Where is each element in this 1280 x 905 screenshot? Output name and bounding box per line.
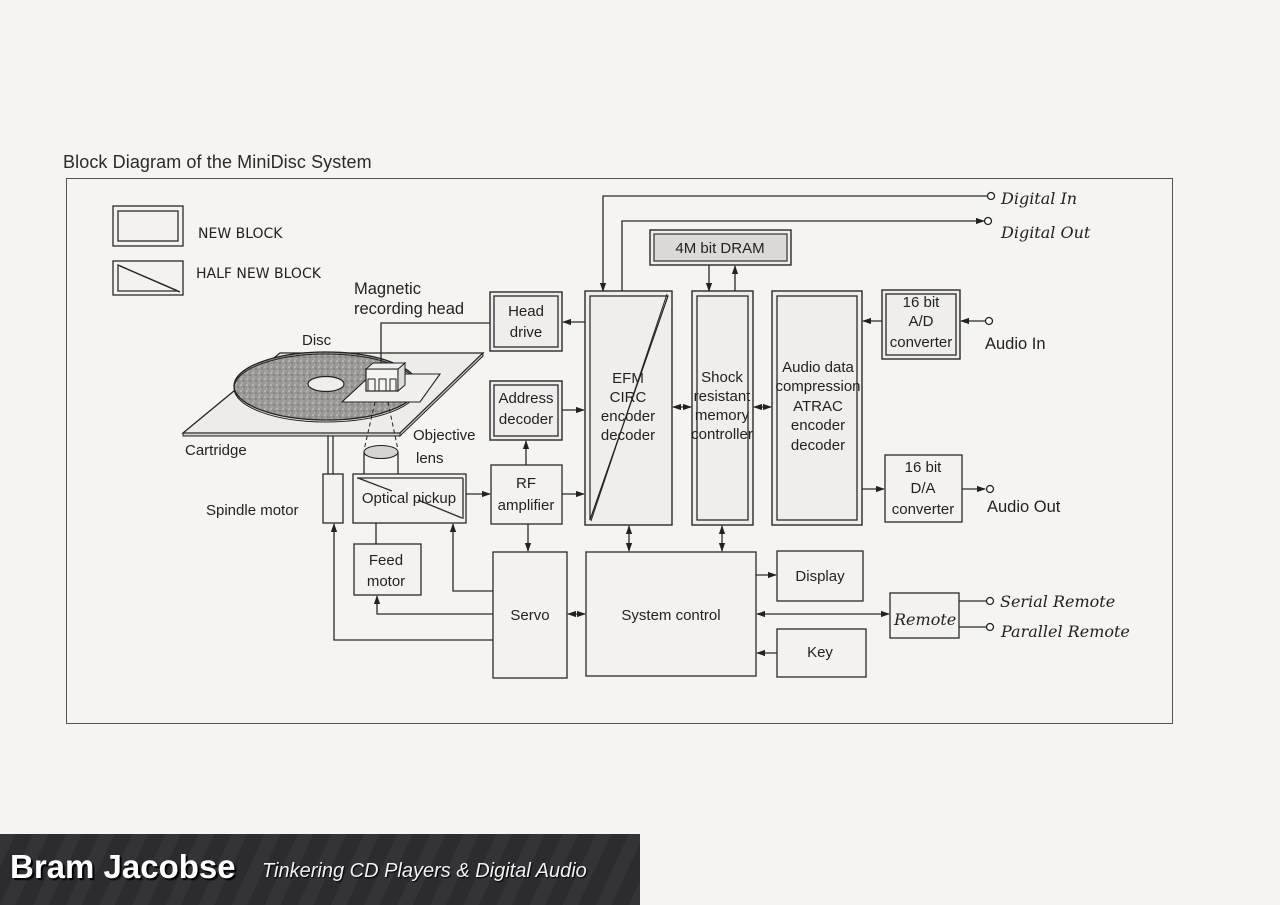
block-servo: Servo bbox=[492, 551, 568, 679]
svg-text:ATRAC: ATRAC bbox=[793, 398, 843, 415]
block-system-control: System control bbox=[585, 551, 757, 677]
terminal-digital-in bbox=[986, 191, 996, 201]
site-tagline: Tinkering CD Players & Digital Audio bbox=[262, 860, 587, 882]
block-feed-motor: Feed motor bbox=[353, 543, 422, 596]
svg-text:Audio data: Audio data bbox=[782, 359, 854, 376]
terminal-serial-remote bbox=[985, 596, 995, 606]
terminal-parallel-remote bbox=[985, 622, 995, 632]
diagram-frame bbox=[66, 178, 1173, 724]
svg-text:Shock: Shock bbox=[701, 369, 743, 386]
legend-half-new-block-label: HALF NEW BLOCK bbox=[196, 266, 322, 282]
label-audio-out: Audio Out bbox=[987, 498, 1061, 516]
svg-text:Optical pickup: Optical pickup bbox=[362, 490, 456, 507]
block-rf-amplifier: RF amplifier bbox=[490, 464, 563, 525]
svg-text:16 bit: 16 bit bbox=[905, 459, 943, 476]
svg-text:drive: drive bbox=[510, 324, 543, 341]
svg-text:D/A: D/A bbox=[910, 480, 935, 497]
svg-text:EFM: EFM bbox=[612, 370, 644, 387]
svg-text:converter: converter bbox=[892, 501, 955, 518]
disc-label: Disc bbox=[302, 332, 332, 349]
svg-text:Servo: Servo bbox=[510, 607, 549, 624]
svg-text:Feed: Feed bbox=[369, 552, 403, 569]
svg-text:compression: compression bbox=[775, 378, 860, 395]
svg-text:amplifier: amplifier bbox=[498, 497, 555, 514]
spindle-motor-label: Spindle motor bbox=[206, 502, 299, 519]
svg-text:Address: Address bbox=[498, 390, 553, 407]
svg-text:RF: RF bbox=[516, 475, 536, 492]
terminal-audio-out bbox=[985, 484, 995, 494]
block-adc: 16 bit A/D converter bbox=[881, 289, 961, 360]
magnetic-head-label-2: recording head bbox=[354, 300, 464, 318]
objective-label-1: Objective bbox=[413, 427, 476, 444]
label-audio-in: Audio In bbox=[985, 335, 1046, 353]
wire-servo-spindle bbox=[330, 523, 493, 641]
svg-text:resistant: resistant bbox=[694, 388, 752, 405]
svg-text:encoder: encoder bbox=[601, 408, 655, 425]
legend-new-block: NEW BLOCK bbox=[112, 205, 283, 247]
svg-text:converter: converter bbox=[890, 334, 953, 351]
svg-text:encoder: encoder bbox=[791, 417, 845, 434]
label-parallel-remote: Parallel Remote bbox=[1000, 622, 1130, 641]
wire-digital-in bbox=[599, 195, 988, 292]
wire-servo-pickup bbox=[449, 523, 493, 592]
block-address-decoder: Address decoder bbox=[489, 380, 563, 441]
objective-label-2: lens bbox=[416, 450, 444, 467]
svg-text:4M bit DRAM: 4M bit DRAM bbox=[675, 240, 764, 257]
block-optical-pickup: Optical pickup bbox=[352, 473, 467, 524]
svg-text:decoder: decoder bbox=[601, 427, 655, 444]
terminal-digital-out bbox=[983, 216, 993, 226]
wire-digital-out bbox=[621, 217, 985, 291]
author-name: Bram Jacobse bbox=[10, 848, 236, 885]
label-digital-in: Digital In bbox=[1000, 189, 1077, 208]
svg-text:Key: Key bbox=[807, 644, 833, 661]
block-dac: 16 bit D/A converter bbox=[884, 454, 963, 523]
block-efm-circ: EFM CIRC encoder decoder bbox=[584, 290, 673, 526]
svg-text:memory: memory bbox=[695, 407, 750, 424]
label-digital-out: Digital Out bbox=[1000, 223, 1091, 242]
terminal-audio-in bbox=[984, 316, 994, 326]
objective-lens-icon bbox=[363, 401, 399, 474]
svg-text:controller: controller bbox=[691, 426, 753, 443]
cartridge-disc-assembly bbox=[181, 322, 490, 438]
svg-text:System control: System control bbox=[621, 607, 720, 624]
cartridge-label: Cartridge bbox=[185, 442, 247, 459]
block-atrac: Audio data compression ATRAC encoder dec… bbox=[771, 290, 863, 526]
diagram-title: Block Diagram of the MiniDisc System bbox=[63, 152, 372, 172]
svg-text:CIRC: CIRC bbox=[610, 389, 647, 406]
svg-text:decoder: decoder bbox=[499, 411, 553, 428]
block-remote: Remote bbox=[889, 592, 960, 639]
footer-banner: Bram Jacobse Tinkering CD Players & Digi… bbox=[0, 834, 640, 905]
label-serial-remote: Serial Remote bbox=[1000, 592, 1115, 611]
wire-servo-feed bbox=[373, 595, 493, 615]
svg-text:Head: Head bbox=[508, 303, 544, 320]
legend-new-block-label: NEW BLOCK bbox=[198, 226, 283, 242]
legend-half-new-block: HALF NEW BLOCK bbox=[112, 260, 322, 296]
block-dram: 4M bit DRAM bbox=[649, 229, 792, 266]
svg-text:Display: Display bbox=[795, 568, 845, 585]
magnetic-head-label-1: Magnetic bbox=[354, 280, 421, 298]
block-key: Key bbox=[776, 628, 867, 678]
svg-text:16 bit: 16 bit bbox=[903, 294, 941, 311]
magnetic-head-icon bbox=[364, 361, 407, 393]
block-display: Display bbox=[776, 550, 864, 602]
svg-text:motor: motor bbox=[367, 573, 405, 590]
block-head-drive: Head drive bbox=[489, 291, 563, 352]
svg-text:decoder: decoder bbox=[791, 437, 845, 454]
svg-text:Remote: Remote bbox=[893, 610, 956, 629]
block-shock-memory: Shock resistant memory controller bbox=[691, 290, 754, 526]
svg-text:A/D: A/D bbox=[908, 313, 933, 330]
spindle-motor bbox=[322, 473, 344, 524]
